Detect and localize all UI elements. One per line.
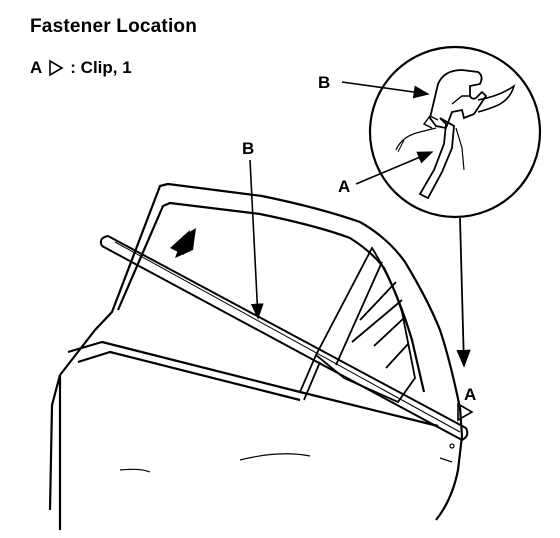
- legend-letter: A: [30, 58, 43, 77]
- legend: A : Clip, 1: [30, 58, 132, 78]
- legend-text: : Clip, 1: [70, 58, 132, 77]
- label-b-detail: B: [318, 73, 330, 92]
- clip-triangle-icon: [457, 402, 474, 422]
- triangle-marker-icon: [49, 59, 64, 77]
- quarter-glass: [299, 246, 416, 404]
- up-arrow-icon: [170, 228, 196, 258]
- diagram-title: Fastener Location: [30, 16, 198, 37]
- label-a-detail: A: [338, 177, 350, 196]
- door-panel-details: [119, 443, 455, 473]
- label-a-clip: A: [464, 385, 476, 404]
- window-molding: [99, 235, 469, 441]
- label-b-molding: B: [242, 139, 254, 158]
- door-frame: [48, 182, 464, 530]
- detail-magnifier: [368, 45, 542, 219]
